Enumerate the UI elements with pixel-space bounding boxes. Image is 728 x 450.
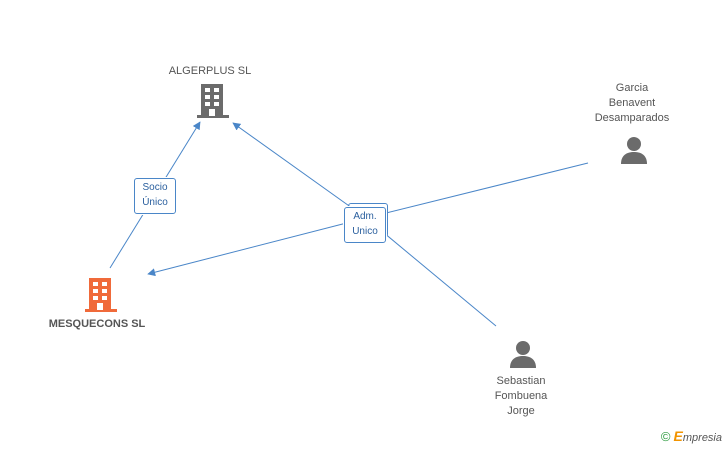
brand-logo-text: mpresia: [682, 432, 722, 444]
node-label-mesquecons[interactable]: MESQUECONS SL: [48, 318, 146, 330]
label-line: Benavent: [608, 97, 656, 109]
edge-sebastian-hub: [365, 217, 497, 327]
label-line: Garcia: [615, 82, 649, 94]
edge-label-adm-unico[interactable]: Adm. Unico: [344, 203, 388, 243]
building-icon[interactable]: [85, 278, 117, 312]
node-label-algerplus[interactable]: ALGERPLUS SL: [168, 65, 252, 77]
label-line: Unico: [352, 226, 378, 237]
person-icon[interactable]: [509, 340, 537, 368]
edge-label-socio-unico[interactable]: Socio Único: [134, 178, 176, 214]
label-line: Desamparados: [594, 112, 670, 124]
node-label-garcia[interactable]: Garcia Benavent Desamparados: [576, 81, 688, 126]
label-line: Fombuena: [494, 390, 548, 402]
edge-hub-algerplus: [232, 122, 367, 219]
label-line: Socio: [142, 182, 168, 193]
label-line: Único: [142, 197, 168, 208]
label-line: Adm.: [353, 211, 377, 222]
node-label-sebastian[interactable]: Sebastian Fombuena Jorge: [470, 374, 572, 419]
label-line: Jorge: [507, 405, 535, 417]
label-line: Sebastian: [496, 375, 546, 387]
person-icon[interactable]: [620, 136, 648, 164]
edge-hub-mesquecons: [147, 217, 367, 277]
brand-logo-initial: E: [673, 428, 683, 444]
empresia-watermark: © Empresia: [661, 428, 722, 444]
edge-garcia-hub: [365, 162, 589, 219]
building-icon[interactable]: [197, 84, 229, 118]
copyright-symbol: ©: [660, 429, 671, 444]
